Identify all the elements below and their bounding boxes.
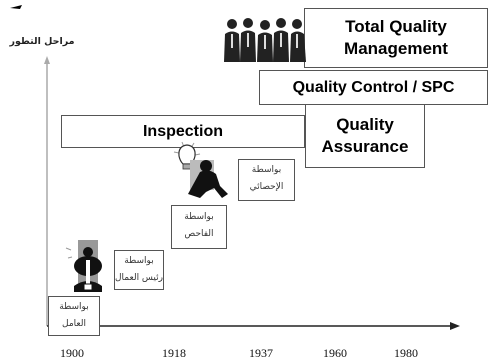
year-label-1960: 1960: [323, 346, 347, 360]
statistician-box: بواسطة الإحصائي: [238, 159, 295, 201]
qa-line1: Quality: [336, 115, 394, 134]
worker-line1: بواسطة: [59, 302, 89, 312]
corner-mark-icon: [10, 5, 22, 9]
y-axis-arrow: [44, 56, 50, 64]
statistician-line2: الإحصائي: [249, 182, 284, 192]
stage-tqm: Total Quality Management: [304, 8, 488, 68]
stage-quality-control-spc: Quality Control / SPC: [259, 70, 488, 105]
foreman-box: بواسطة رئيس العمال: [114, 250, 164, 290]
statistician-lightbulb-icon: [173, 141, 228, 198]
worker-box: بواسطة العامل: [48, 296, 100, 336]
stage-inspection: Inspection: [61, 115, 305, 148]
inspector-line2: الفاحص: [184, 229, 214, 239]
year-label-1900: 1900: [60, 346, 84, 360]
qa-line2: Assurance: [321, 137, 409, 156]
foreman-line1: بواسطة: [124, 256, 154, 266]
worker-line2: العامل: [62, 319, 86, 329]
year-label-1937: 1937: [249, 346, 273, 360]
inspector-box: بواسطة الفاحص: [171, 205, 227, 249]
inspection-label: Inspection: [142, 122, 223, 140]
foreman-lightbulb-icon: [65, 240, 102, 292]
tqm-line2: Management: [344, 39, 448, 58]
year-label-1918: 1918: [162, 346, 186, 360]
x-axis-arrow: [450, 322, 460, 330]
statistician-line1: بواسطة: [251, 165, 282, 175]
year-label-1980: 1980: [394, 346, 418, 360]
inspector-line1: بواسطة: [184, 212, 214, 222]
team-people-icon: [224, 18, 306, 62]
stage-quality-assurance: Quality Assurance: [305, 104, 425, 168]
qc-spc-label: Quality Control / SPC: [292, 78, 455, 96]
foreman-line2: رئيس العمال: [115, 273, 163, 283]
axis-title: مراحل التطور: [9, 36, 75, 47]
tqm-line1: Total Quality: [345, 17, 447, 36]
